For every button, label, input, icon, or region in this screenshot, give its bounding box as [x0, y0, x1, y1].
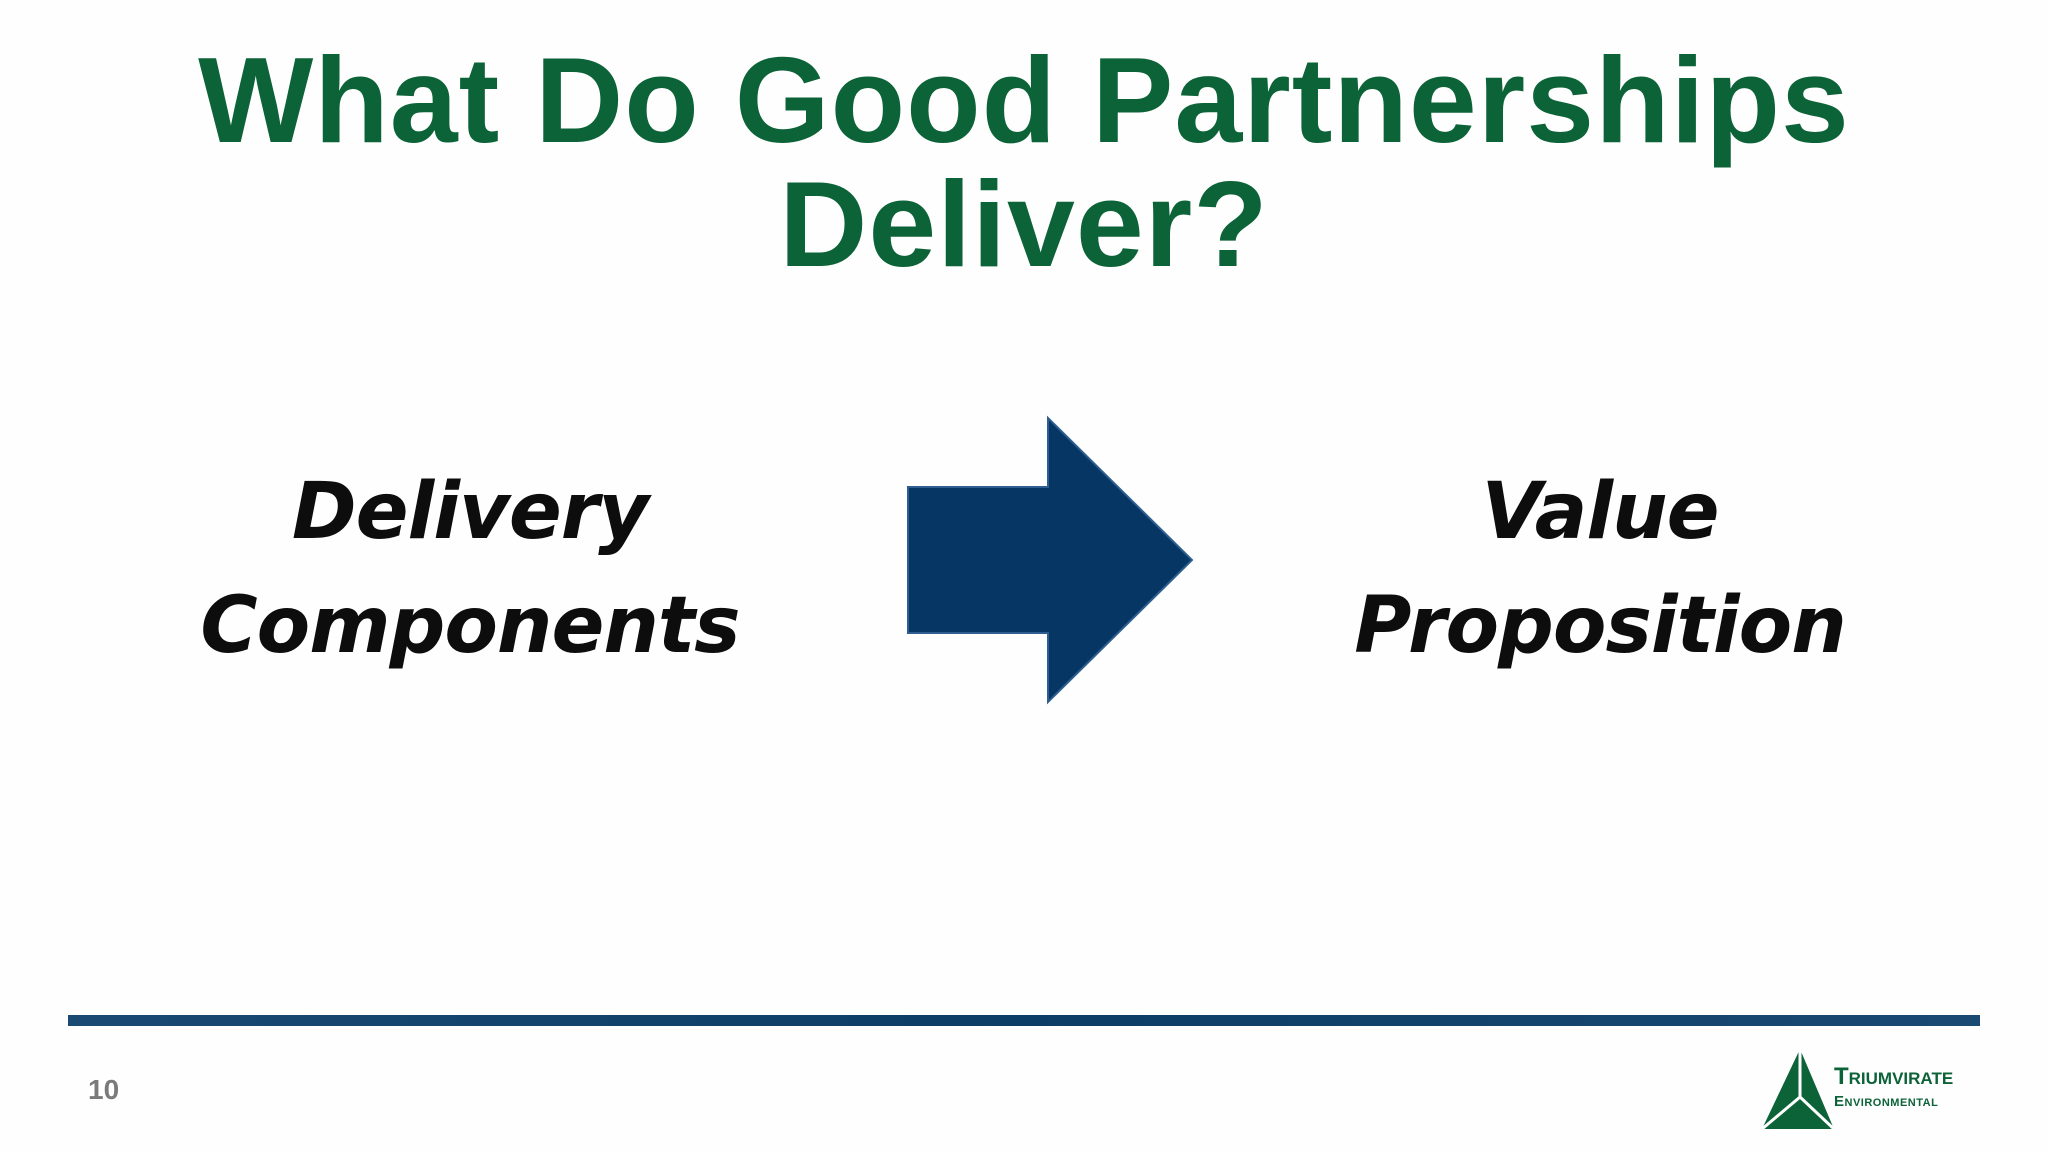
footer-divider — [68, 1015, 1980, 1026]
right-arrow-icon — [905, 415, 1195, 705]
title-line-1: What Do Good Partnerships — [198, 32, 1850, 168]
page-number: 10 — [88, 1074, 120, 1105]
title-line-2: Deliver? — [779, 156, 1269, 292]
left-text-line-1: Delivery — [291, 467, 649, 557]
company-logo: Triumvirate Environmental — [1760, 1045, 2030, 1135]
logo-line-2: Environmental — [1834, 1093, 1939, 1110]
left-text-line-2: Components — [200, 581, 740, 671]
logo-wordmark: Triumvirate Environmental — [1834, 1063, 1953, 1113]
delivery-components-text: Delivery Components — [170, 455, 770, 683]
right-text-line-2: Proposition — [1354, 581, 1847, 671]
triangle-logo-icon — [1761, 1049, 1834, 1131]
slide-title: What Do Good Partnerships Deliver? — [0, 38, 2048, 286]
value-proposition-text: Value Proposition — [1300, 455, 1900, 683]
logo-line-1: Triumvirate — [1834, 1063, 1954, 1090]
right-text-line-1: Value — [1481, 467, 1719, 557]
